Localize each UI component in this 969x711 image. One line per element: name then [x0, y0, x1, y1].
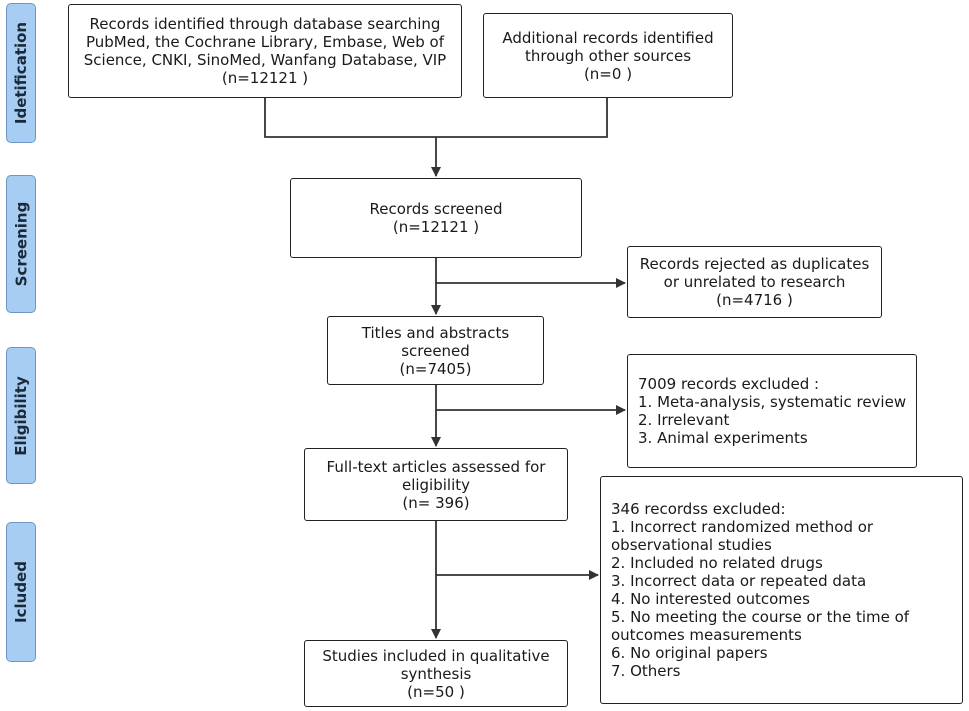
box-line: 4. No interested outcomes: [611, 590, 810, 608]
fulltext-assessed-box: Full-text articles assessed for eligibil…: [304, 448, 568, 521]
box-line: 1. Incorrect randomized method or: [611, 518, 874, 536]
box-line: Science, CNKI, SinoMed, Wanfang Database…: [83, 51, 447, 69]
box-line: screened: [401, 341, 470, 360]
stage-label-included: Icluded: [12, 561, 31, 623]
stage-label-screening: Screening: [12, 201, 30, 287]
box-line: outcomes measurements: [611, 626, 802, 644]
box-line: 7009 records excluded :: [638, 375, 820, 393]
box-line: Studies included in qualitative: [322, 646, 550, 665]
duplicates-rejected-box: Records rejected as duplicates or unrela…: [627, 246, 882, 318]
box-line: 2. Included no related drugs: [611, 554, 823, 572]
box-line: through other sources: [524, 46, 692, 65]
database-records-box: Records identified through database sear…: [68, 4, 462, 98]
box-line: 6. No original papers: [611, 644, 768, 662]
additional-records-box: Additional records identified through ot…: [483, 13, 733, 98]
box-line: (n=7405): [399, 359, 472, 378]
box-line: 346 recordss excluded:: [611, 500, 786, 518]
stage-tab-screening: Screening: [6, 175, 36, 313]
box-line: eligibility: [401, 475, 471, 494]
stage-tab-included: Icluded: [6, 522, 36, 662]
box-line: 3. Incorrect data or repeated data: [611, 572, 867, 590]
box-line: (n=0 ): [583, 64, 633, 83]
excluded-7009-box: 7009 records excluded : 1. Meta-analysis…: [627, 354, 917, 468]
stage-tab-identification: Idetification: [6, 3, 36, 143]
box-line: (n=12121 ): [221, 69, 309, 87]
box-line: 2. Irrelevant: [638, 411, 730, 429]
stage-tab-eligibility: Eligibility: [6, 347, 36, 484]
box-line: (n=12121 ): [392, 218, 480, 236]
box-line: or unrelated to research: [663, 273, 846, 291]
records-screened-box: Records screened (n=12121 ): [290, 178, 582, 258]
excluded-346-box: 346 recordss excluded: 1. Incorrect rand…: [600, 476, 963, 704]
box-line: 7. Others: [611, 662, 681, 680]
stage-label-identification: Idetification: [12, 21, 31, 125]
box-line: 3. Animal experiments: [638, 429, 808, 447]
box-line: (n= 396): [402, 493, 470, 512]
box-line: PubMed, the Cochrane Library, Embase, We…: [86, 33, 444, 51]
box-line: (n=50 ): [407, 682, 465, 701]
box-line: (n=4716 ): [716, 291, 793, 309]
box-line: 5. No meeting the course or the time of: [611, 608, 910, 626]
merge-connector: [264, 98, 608, 138]
stage-label-eligibility: Eligibility: [12, 375, 30, 456]
box-line: Additional records identified: [502, 28, 714, 47]
studies-included-box: Studies included in qualitative synthesi…: [304, 640, 568, 707]
box-line: Records identified through database sear…: [89, 15, 441, 33]
titles-abstracts-box: Titles and abstracts screened (n=7405): [327, 316, 544, 385]
box-line: Full-text articles assessed for: [326, 457, 546, 476]
box-line: Records screened: [369, 200, 503, 218]
box-line: 1. Meta-analysis, systematic review: [638, 393, 907, 411]
box-line: Titles and abstracts: [361, 323, 510, 342]
box-line: synthesis: [400, 664, 472, 683]
box-line: observational studies: [611, 536, 772, 554]
box-line: Records rejected as duplicates: [639, 255, 870, 273]
